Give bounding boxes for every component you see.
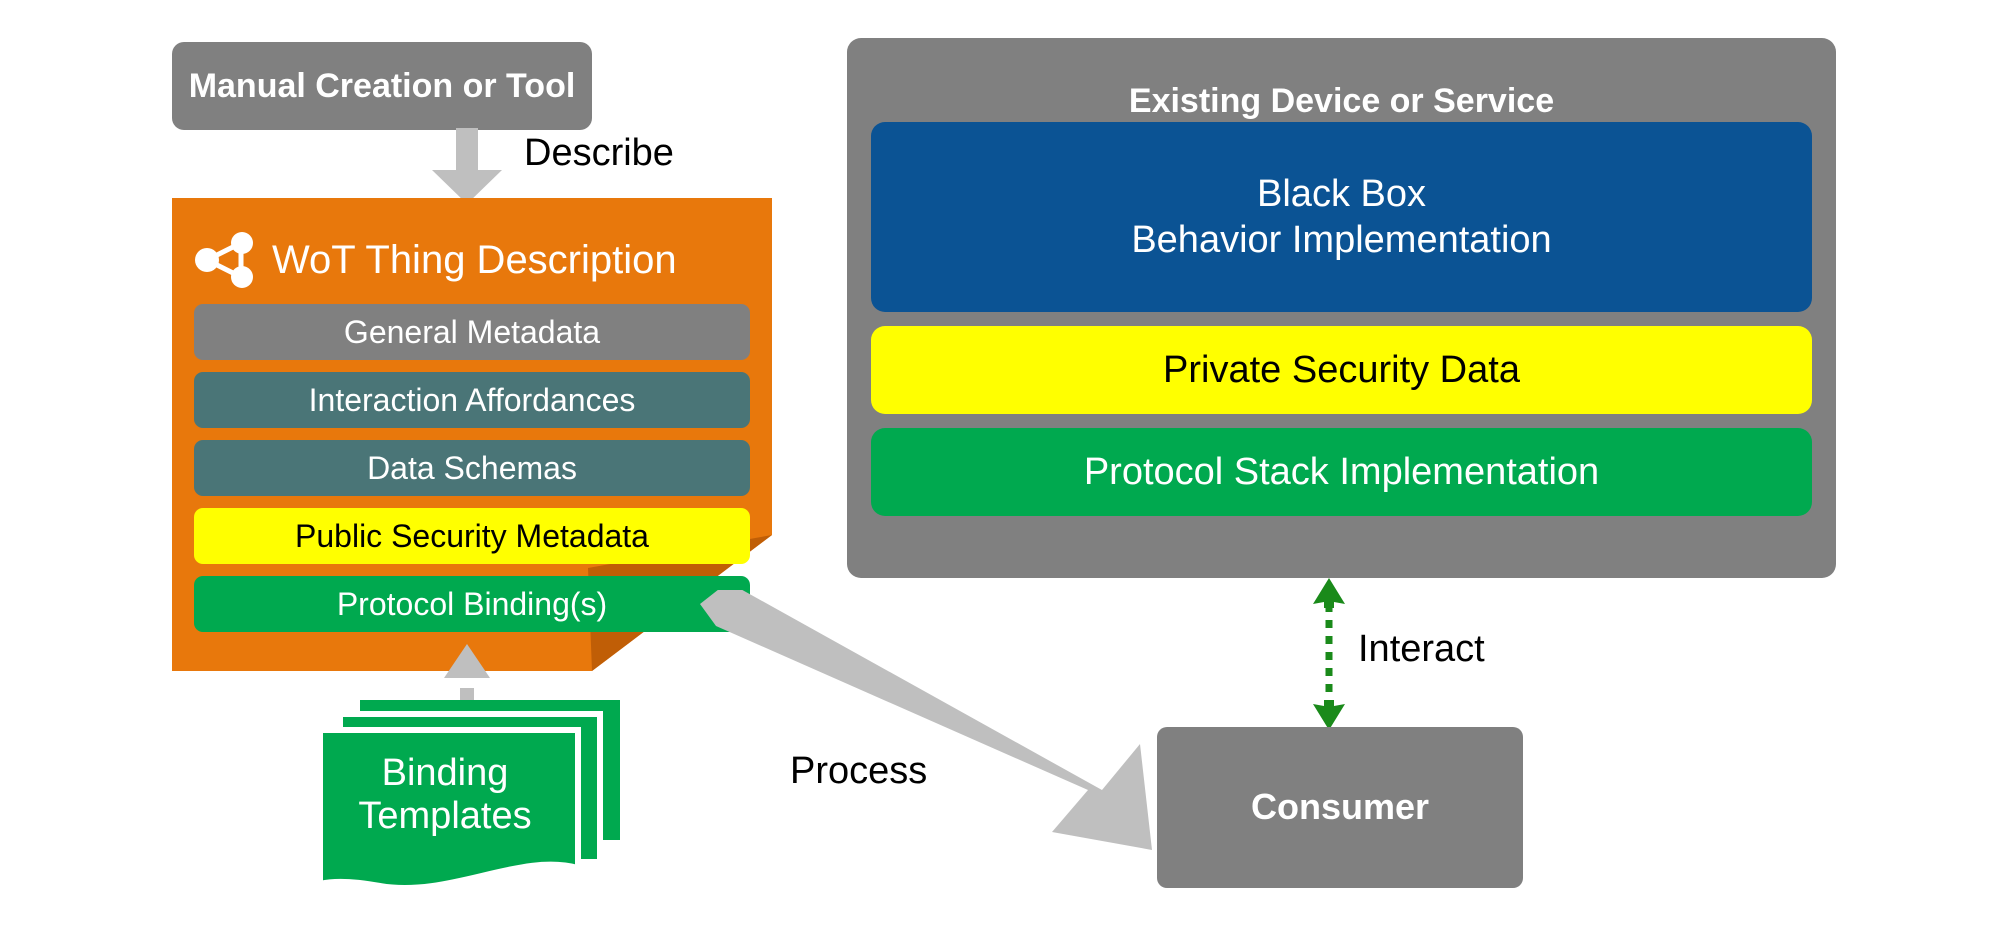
consumer-box: Consumer [1157,727,1523,888]
existing-device-or-service-box: Existing Device or Service Black Box Beh… [847,38,1836,578]
td-row-label: Interaction Affordances [308,381,636,418]
td-row-label: Protocol Binding(s) [336,585,608,622]
device-row-label: Private Security Data [1163,348,1520,391]
device-row-label: Protocol Stack Implementation [1083,450,1600,493]
device-row-black-box: Black Box Behavior Implementation [871,122,1812,312]
td-row-public-security-metadata: Public Security Metadata [194,508,750,564]
device-row-label-line1: Black Box [1257,172,1426,215]
thing-description-title: WoT Thing Description [272,237,677,282]
device-row-private-security-data: Private Security Data [871,326,1812,414]
wot-thing-description-box: WoT Thing Description General Metadata I… [172,198,772,671]
manual-creation-or-tool-box: Manual Creation or Tool [172,42,592,130]
manual-creation-label: Manual Creation or Tool [188,66,576,105]
describe-arrow-icon [432,128,502,204]
td-row-protocol-bindings: Protocol Binding(s) [194,576,750,632]
td-row-data-schemas: Data Schemas [194,440,750,496]
device-row-label-line2: Behavior Implementation [1131,219,1552,261]
td-row-label: General Metadata [343,313,601,350]
td-row-label: Data Schemas [367,449,577,486]
td-row-general-metadata: General Metadata [194,304,750,360]
td-row-interaction-affordances: Interaction Affordances [194,372,750,428]
wot-thing-icon [195,232,253,288]
interact-arrow-icon [1313,578,1345,730]
td-row-label: Public Security Metadata [295,517,649,554]
describe-arrow-label: Describe [524,132,674,174]
existing-device-title: Existing Device or Service [1128,82,1555,120]
interact-arrow-label: Interact [1358,628,1485,670]
consumer-label: Consumer [1250,786,1430,828]
process-arrow-label: Process [790,750,928,792]
process-arrow-icon [700,590,1152,850]
binding-templates-stack [320,700,620,891]
device-row-protocol-stack: Protocol Stack Implementation [871,428,1812,516]
thing-description-header: WoT Thing Description [194,232,677,288]
